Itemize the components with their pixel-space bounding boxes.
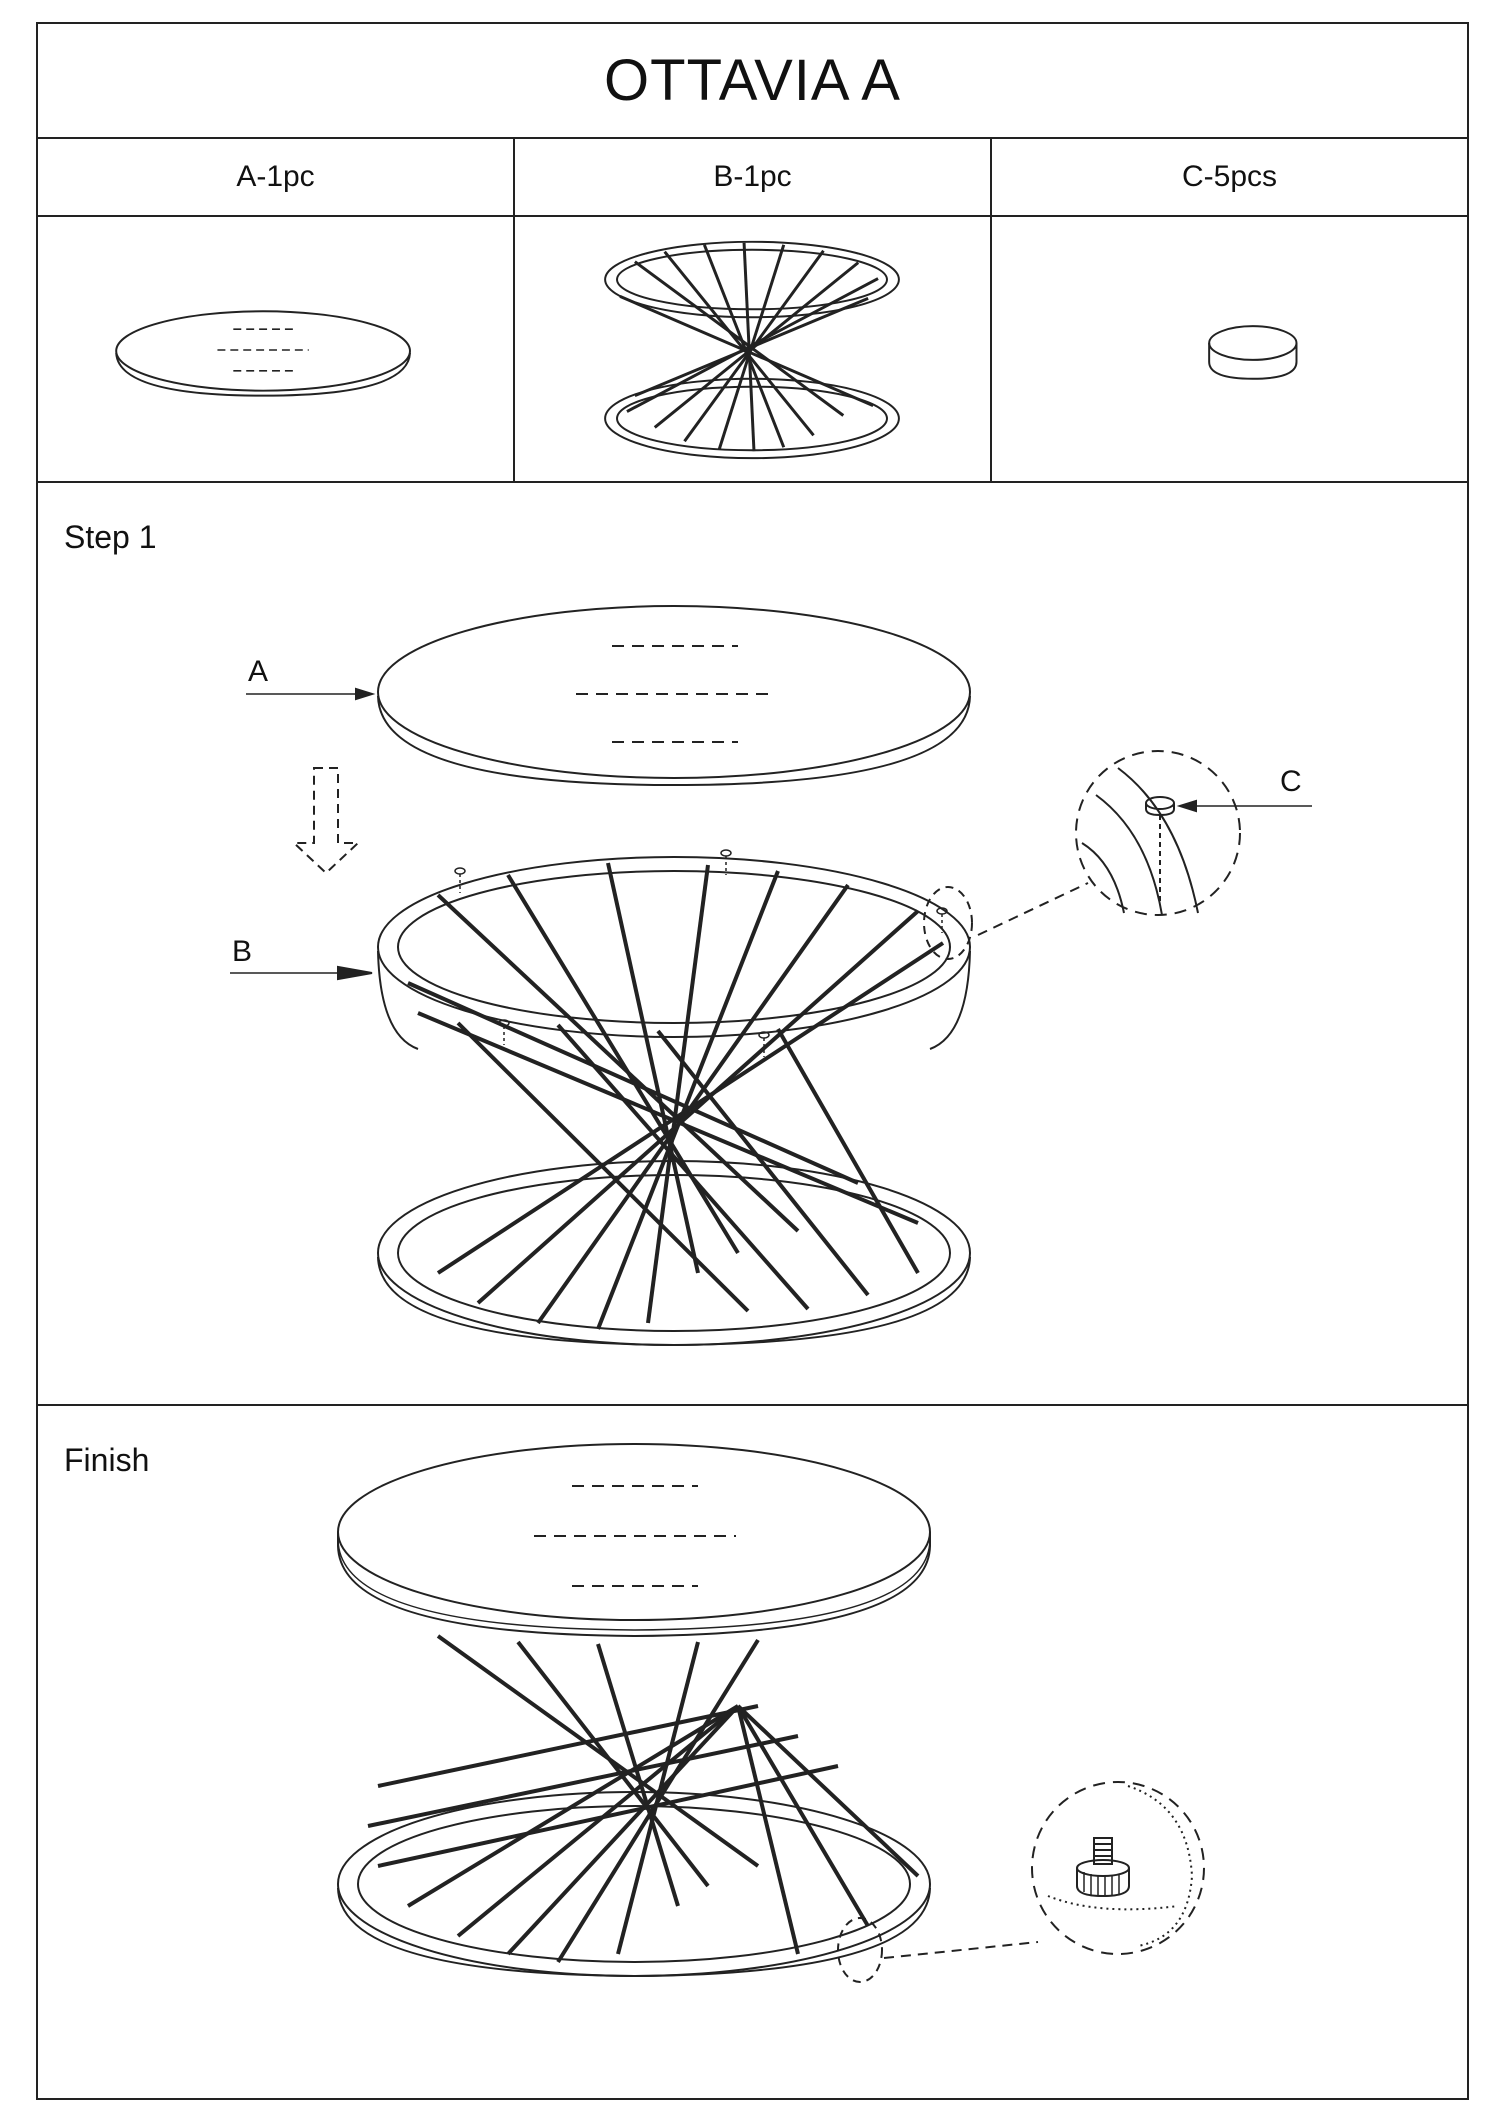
callout-c: C — [1280, 765, 1302, 798]
parts-header-row: A-1pc B-1pc C-5pcs — [38, 139, 1467, 217]
step-1-diagram: A — [230, 605, 1312, 1347]
part-b-label: B-1pc — [515, 139, 992, 215]
part-c-cell — [992, 217, 1467, 481]
twisted-base-illustration — [604, 240, 900, 460]
step-1-label: Step 1 — [64, 519, 157, 555]
page-title: OTTAVIA A — [38, 24, 1467, 139]
bumper-pad-illustration — [1208, 325, 1298, 380]
leveler-foot-icon — [1076, 1837, 1130, 1898]
frame-b — [377, 849, 971, 1347]
assembled-frame — [337, 1634, 931, 1978]
finish-label: Finish — [64, 1442, 150, 1478]
detail-leveler — [837, 1781, 1205, 1983]
step-1-section: Step 1 A — [38, 483, 1467, 1406]
glass-top-a — [377, 605, 971, 787]
part-a-cell — [38, 217, 515, 481]
callout-a: A — [248, 655, 268, 688]
parts-image-row — [38, 217, 1467, 483]
part-b-cell — [515, 217, 992, 481]
detail-bumper-c — [923, 750, 1312, 960]
finish-section: Finish — [38, 1406, 1467, 2100]
glass-top-illustration — [115, 310, 411, 397]
instruction-sheet: OTTAVIA A A-1pc B-1pc C-5pcs — [36, 22, 1469, 2100]
finish-diagram — [337, 1443, 1205, 1983]
part-c-label: C-5pcs — [1181, 160, 1278, 193]
part-a-label: A-1pc — [38, 139, 515, 215]
assembled-glass-top — [337, 1443, 931, 1638]
callout-b: B — [232, 935, 252, 968]
